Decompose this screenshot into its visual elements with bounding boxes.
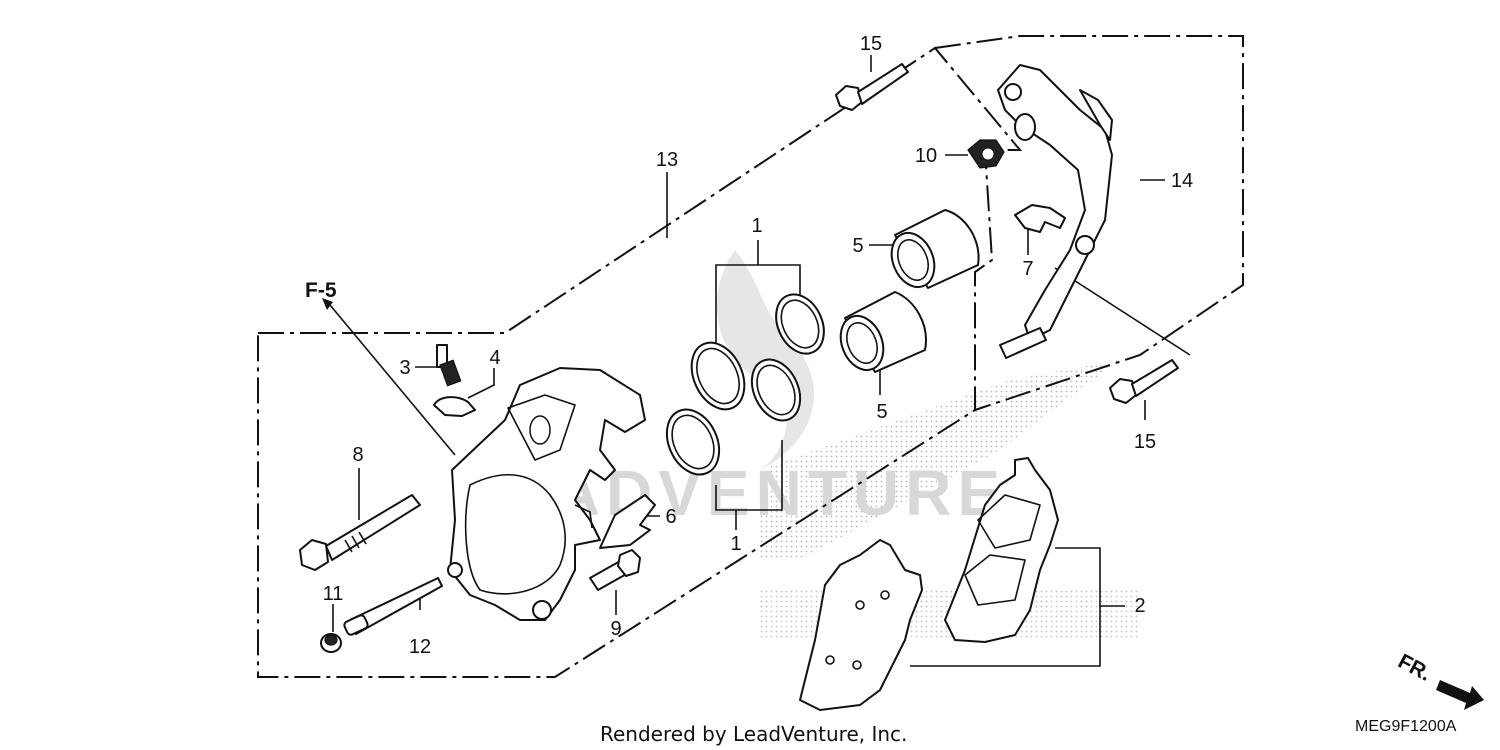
bleeder-cap <box>433 396 476 417</box>
bracket-bolt-top <box>835 63 909 111</box>
bracket-assembly-outline <box>934 35 1244 411</box>
pad-pin <box>343 577 443 636</box>
pin-bolt <box>299 494 421 571</box>
piston-seals <box>665 293 825 476</box>
callout-6: 6 <box>665 506 676 528</box>
callout-14: 14 <box>1171 170 1193 192</box>
rubber-plug <box>320 633 342 653</box>
caliper-bracket <box>997 64 1113 359</box>
callout-2: 2 <box>1134 595 1145 617</box>
callout-10: 10 <box>915 145 937 167</box>
callout-1-top: 1 <box>751 215 762 237</box>
caliper-body <box>447 367 646 621</box>
section-label: F-5 <box>305 279 337 302</box>
caliper-assembly-outline <box>257 46 1023 678</box>
callout-11: 11 <box>323 583 344 605</box>
callout-8: 8 <box>352 444 363 466</box>
pistons <box>839 209 980 373</box>
callout-5-top: 5 <box>852 235 863 257</box>
callout-5-bottom: 5 <box>876 401 887 423</box>
credit-text: Rendered by LeadVenture, Inc. <box>600 722 907 746</box>
front-direction-arrow: FR. <box>1394 650 1484 710</box>
callout-15-top: 15 <box>860 33 882 55</box>
pad-retainer-clip <box>1014 204 1066 233</box>
callout-13: 13 <box>656 149 678 171</box>
pad-spring <box>599 494 656 549</box>
bleeder-screw <box>436 344 462 387</box>
pin-bolt-b <box>589 549 641 591</box>
leader-lines <box>322 55 1191 667</box>
retainer-nut <box>967 139 1005 169</box>
callout-7: 7 <box>1022 258 1033 280</box>
bracket-bolt-bottom <box>1109 359 1179 404</box>
brake-pad-set <box>799 457 1059 711</box>
callout-15-bottom: 15 <box>1134 431 1156 453</box>
diagram-code: MEG9F1200A <box>1355 718 1457 735</box>
callout-1-bottom: 1 <box>730 533 741 555</box>
direction-label: FR. <box>1394 650 1435 686</box>
callout-12: 12 <box>409 636 431 658</box>
callout-3: 3 <box>399 357 410 379</box>
callout-4: 4 <box>489 347 500 369</box>
callout-9: 9 <box>610 618 621 640</box>
